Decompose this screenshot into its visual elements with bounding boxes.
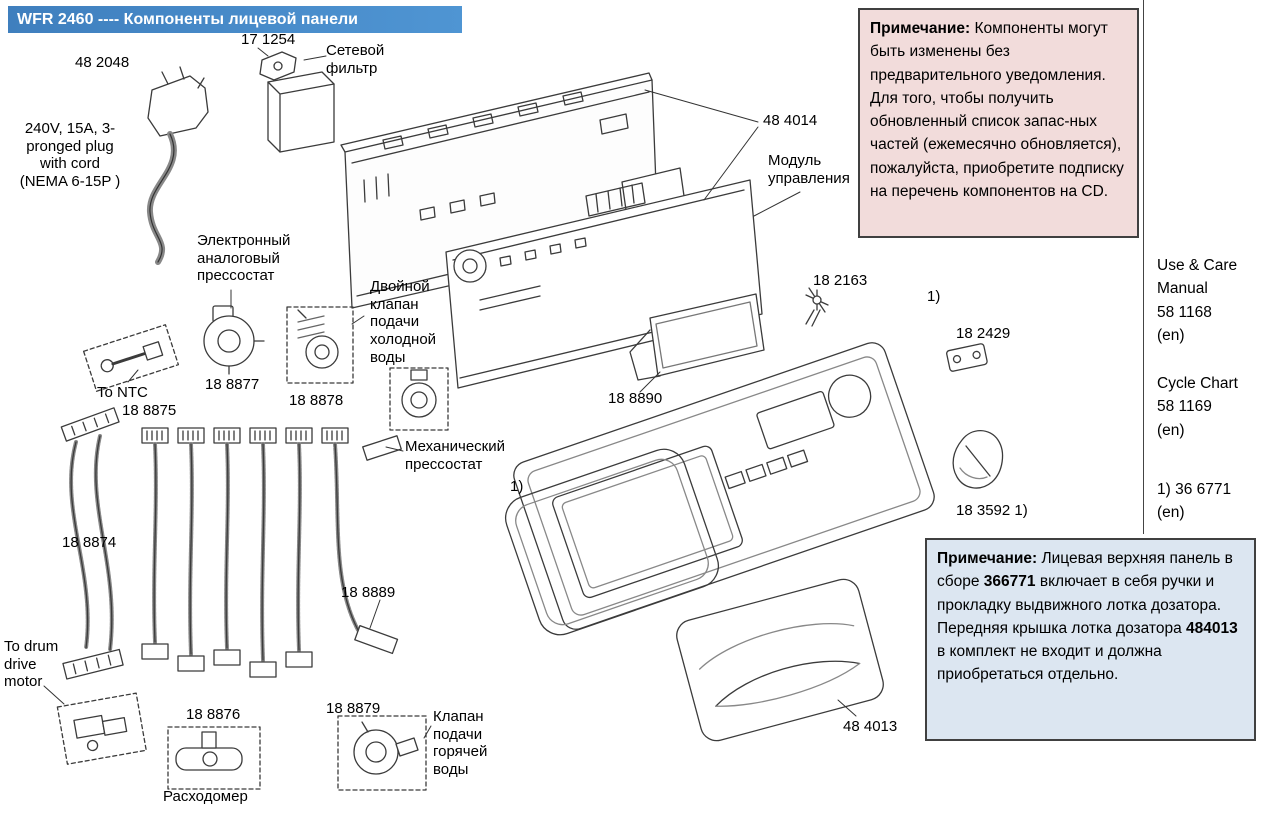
note-bottom-seg2: включает в себя ручки и прокладку выдвиж… [937, 573, 1222, 637]
label-18-2163: 18 2163 [813, 272, 868, 289]
note-panel-assembly: Примечание: Лицевая верхняя панель в сбо… [925, 538, 1256, 741]
sidebar-use-care: Use & Care Manual 58 1168 (en) [1157, 257, 1238, 344]
leader-lines [43, 47, 857, 739]
label-18-8878: 18 8878 [289, 392, 344, 409]
drum-motor-connector-drawing [56, 692, 147, 765]
wire-harness-drawing [177, 427, 205, 672]
label-plug-spec: 240V, 15A, 3- pronged plug with cord (NE… [19, 120, 121, 191]
note-bottom-seg3: в комплект не входит и должна приобретат… [937, 643, 1162, 684]
note-bottom-label: Примечание: [937, 550, 1038, 567]
ntc-sensor-drawing [82, 324, 180, 392]
label-17-1254: 17 1254 [241, 31, 296, 48]
wire-harness-drawing [249, 427, 277, 678]
label-electronic-pressostat: Электронный аналоговый прессостат [197, 232, 291, 285]
control-module-drawing [445, 179, 763, 389]
power-plug-drawing [146, 66, 209, 265]
label-ref1-panel: 1) [510, 478, 524, 495]
label-18-8876: 18 8876 [186, 706, 241, 723]
gasket-drawing [504, 448, 720, 636]
display-assembly-drawing [629, 293, 765, 381]
note-top-text: Компоненты могут быть изменены без предв… [870, 20, 1124, 200]
label-18-8874: 18 8874 [62, 534, 117, 551]
label-cold-valve: Двойной клапан подачи холодной воды [370, 278, 437, 366]
label-18-8890: 18 8890 [608, 390, 663, 407]
front-panel-drawing [513, 342, 935, 630]
line-filter-drawing [259, 51, 335, 153]
cold-valve-drawing [286, 306, 354, 384]
drawer-cover-drawing [676, 578, 884, 742]
harness-18-8874-drawing [60, 407, 124, 680]
wire-harness-drawing [213, 427, 241, 666]
note-bottom-bold1: 366771 [983, 573, 1036, 591]
label-hot-valve: Клапан подачи горячей воды [433, 708, 488, 779]
note-bottom-bold2: 484013 [1186, 619, 1238, 637]
sidebar-cycle-chart: Cycle Chart 58 1169 (en) [1157, 375, 1238, 439]
page-title: WFR 2460 ---- Компоненты лицевой панели [8, 6, 462, 33]
pressostat-drawing [203, 305, 265, 375]
label-ref1-top: 1) [927, 288, 941, 305]
knob-drawing [952, 429, 1004, 489]
note-parts-change: Примечание: Компоненты могут быть измене… [858, 8, 1139, 238]
flow-meter-drawing [167, 726, 261, 790]
label-18-3592: 18 3592 1) [956, 502, 1028, 519]
label-line-filter: Сетевой фильтр [326, 42, 385, 77]
wire-harness-drawing [141, 427, 169, 660]
wire-harness-drawing [285, 427, 313, 668]
hot-valve-drawing [337, 715, 427, 791]
note-bottom-seg1: Лицевая верхняя панель в сборе [937, 550, 1233, 591]
label-48-2048: 48 2048 [75, 54, 130, 71]
label-48-4014: 48 4014 [763, 112, 818, 129]
clip-drawing [946, 343, 988, 372]
mech-pressostat-drawing [362, 367, 449, 461]
label-mech-pressostat: Механический прессостат [405, 438, 505, 473]
label-48-4013: 48 4013 [843, 718, 898, 735]
note-top-label: Примечание: [870, 20, 971, 37]
screw-drawing [805, 287, 829, 327]
label-to-ntc: To NTC [97, 384, 148, 401]
sidebar-footnote-ref: 1) 36 6771 (en) [1157, 481, 1232, 522]
harness-18-8889-drawing [321, 427, 399, 655]
label-to-drum-motor: To drum drive motor [4, 638, 59, 691]
label-18-8877: 18 8877 [205, 376, 260, 393]
label-18-8889: 18 8889 [341, 584, 396, 601]
label-18-8875: 18 8875 [122, 402, 177, 419]
label-flow-meter: Расходомер [163, 788, 248, 805]
label-18-2429: 18 2429 [956, 325, 1011, 342]
label-control-module: Модуль управления [768, 152, 850, 187]
label-18-8879: 18 8879 [326, 700, 381, 717]
sidebar-divider [1143, 0, 1144, 534]
